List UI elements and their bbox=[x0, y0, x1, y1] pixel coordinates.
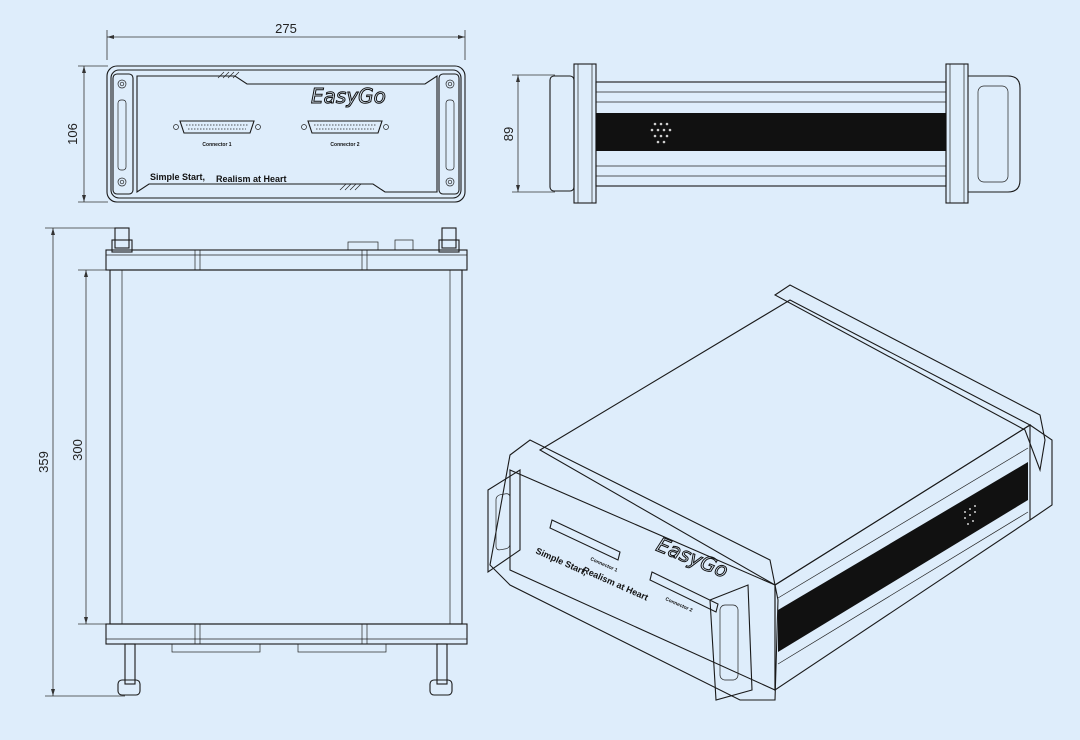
screw bbox=[445, 79, 455, 89]
top-frame-bottom bbox=[105, 623, 468, 645]
dim-body-label: 300 bbox=[70, 439, 85, 461]
connector-2 bbox=[301, 120, 389, 134]
iso-connector-1 bbox=[549, 519, 621, 561]
side-connector-block bbox=[549, 75, 575, 192]
front-frame-outer bbox=[106, 65, 466, 203]
side-handle bbox=[968, 75, 1021, 193]
screw bbox=[447, 179, 453, 185]
front-view: 275 106 EasyGo bbox=[65, 21, 466, 203]
brand-logo: EasyGo bbox=[311, 84, 386, 108]
iso-handle-left-grip bbox=[495, 493, 511, 551]
bottom-handle-right bbox=[436, 643, 448, 685]
bottom-handle-left-foot bbox=[117, 679, 141, 696]
iso-side-stripe bbox=[778, 462, 1028, 652]
bottom-connector-1 bbox=[171, 643, 261, 653]
front-handle-left-grip bbox=[117, 99, 127, 171]
top-handle-tl bbox=[114, 227, 130, 249]
iso-brand-logo: EasyGo bbox=[653, 532, 731, 582]
screw bbox=[119, 81, 125, 87]
top-handle-tl-base bbox=[111, 239, 133, 253]
top-handle-tr-base bbox=[438, 239, 460, 253]
top-port-1 bbox=[347, 241, 379, 251]
front-frame-inner bbox=[110, 69, 462, 199]
iso-handle-right bbox=[709, 584, 753, 701]
iso-handle-right-grip bbox=[719, 604, 739, 681]
connector-1-label: Connector 1 bbox=[202, 142, 231, 148]
dim-total-label: 359 bbox=[36, 451, 51, 473]
top-view: 359 300 bbox=[36, 227, 468, 697]
side-stripe bbox=[596, 113, 946, 151]
connector-2-label: Connector 2 bbox=[330, 142, 359, 148]
front-panel bbox=[136, 74, 438, 194]
dim-arrow bbox=[82, 195, 86, 202]
connector-1 bbox=[173, 120, 261, 134]
bottom-handle-right-foot bbox=[429, 679, 453, 696]
dim-arrow bbox=[51, 689, 55, 696]
top-handle-tr bbox=[441, 227, 457, 249]
side-vent-dots bbox=[650, 122, 672, 144]
dim-arrow bbox=[516, 185, 520, 192]
slogan-end: Realism at Heart bbox=[216, 174, 287, 184]
iso-rib bbox=[777, 511, 1029, 665]
dim-arrow bbox=[84, 270, 88, 277]
top-body bbox=[109, 269, 463, 625]
screw bbox=[117, 177, 127, 187]
iso-front-frame bbox=[489, 439, 779, 701]
screw bbox=[119, 179, 125, 185]
iso-back-frame bbox=[773, 284, 1046, 473]
screw bbox=[447, 81, 453, 87]
iso-front-face bbox=[509, 469, 776, 691]
front-handle-right bbox=[438, 73, 460, 195]
bottom-connector-2 bbox=[297, 643, 387, 653]
front-handle-left bbox=[112, 73, 134, 195]
side-frame-left bbox=[573, 63, 597, 204]
side-frame-right bbox=[945, 63, 969, 204]
side-frame-left-inner bbox=[577, 63, 593, 204]
top-port-2 bbox=[394, 239, 414, 251]
dim-height-label: 106 bbox=[65, 123, 80, 145]
bottom-handle-left bbox=[124, 643, 136, 685]
dim-arrow bbox=[107, 35, 114, 39]
front-handle-right-grip bbox=[445, 99, 455, 171]
iso-handle-left bbox=[487, 469, 521, 574]
dim-arrow bbox=[84, 617, 88, 624]
side-handle-grip bbox=[977, 85, 1009, 183]
dim-side-height-label: 89 bbox=[501, 127, 516, 141]
side-view: 89 bbox=[501, 63, 1021, 204]
iso-back-connector bbox=[1029, 424, 1053, 521]
dim-arrow bbox=[516, 75, 520, 82]
iso-vent-dots bbox=[964, 505, 976, 525]
dim-width-label: 275 bbox=[275, 21, 297, 36]
dim-arrow bbox=[51, 228, 55, 235]
screw bbox=[445, 177, 455, 187]
top-frame-top bbox=[105, 249, 468, 271]
screw bbox=[117, 79, 127, 89]
iso-rib bbox=[777, 447, 1029, 599]
iso-slogan-start: Simple Start, bbox=[534, 546, 588, 578]
dim-arrow bbox=[82, 66, 86, 73]
iso-connector-2 bbox=[649, 571, 719, 613]
vent-marks-bottom bbox=[339, 183, 362, 191]
dim-arrow bbox=[458, 35, 465, 39]
side-frame-right-inner bbox=[949, 63, 965, 204]
slogan-start: Simple Start, bbox=[150, 172, 205, 182]
isometric-view: Connector 1 Connector 2 EasyGo Simple St… bbox=[487, 284, 1053, 701]
vent-marks-top bbox=[217, 71, 240, 79]
